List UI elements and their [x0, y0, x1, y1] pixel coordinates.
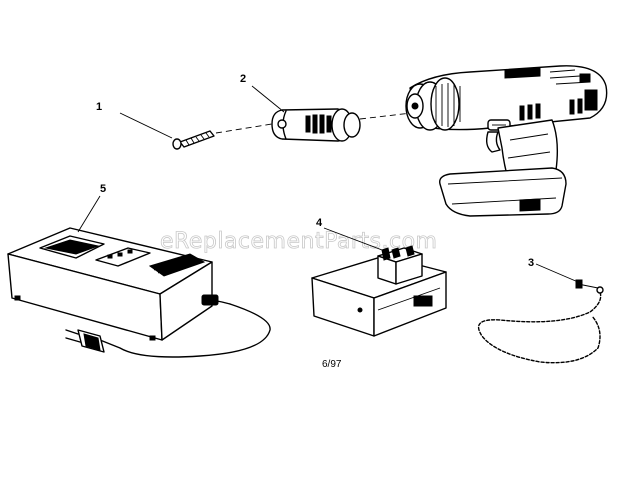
- part-5-charger: [7, 227, 213, 341]
- part-4-battery: [311, 245, 447, 337]
- watermark-text: eReplacementParts.com: [160, 229, 437, 254]
- part-1-screw: [172, 130, 215, 150]
- callout-4: 4: [316, 217, 323, 229]
- leader-line-2: [251, 85, 285, 113]
- leader-line-5: [77, 195, 101, 233]
- part-3-lanyard: [477, 279, 604, 364]
- drill-body: [405, 65, 608, 217]
- leader-line-3: [535, 263, 579, 283]
- revision-date: 6/97: [322, 359, 342, 370]
- callout-5: 5: [100, 183, 106, 195]
- part-2-chuck: [271, 108, 361, 142]
- leader-line-1: [119, 112, 173, 139]
- callout-3: 3: [528, 257, 534, 269]
- callout-2: 2: [240, 73, 246, 85]
- callout-1: 1: [96, 101, 102, 113]
- charger-cord: [65, 294, 271, 358]
- leader-line-4: [323, 227, 383, 251]
